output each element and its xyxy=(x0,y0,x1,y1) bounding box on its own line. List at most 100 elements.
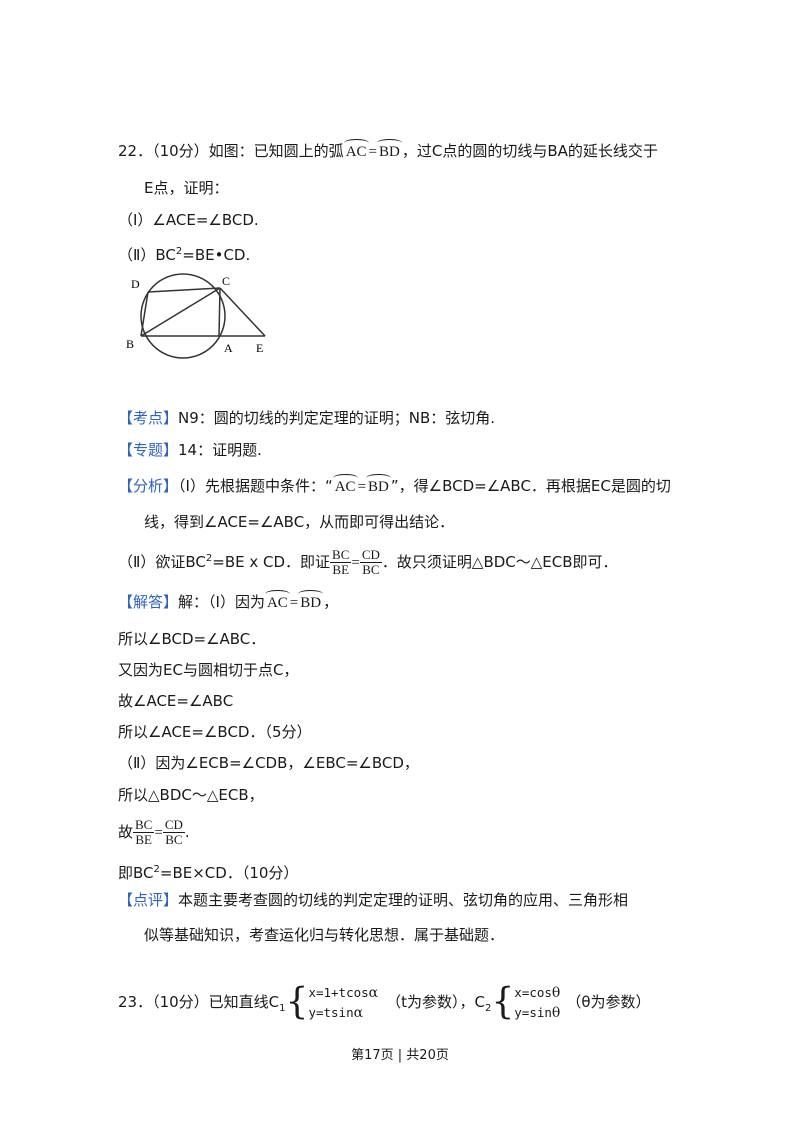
fenxi-line2: 线，得到∠ACE=∠ABC，从而即可得出结论． xyxy=(144,513,455,531)
equals-sign: = xyxy=(357,479,367,495)
sys1-row1: x=1+tcosα xyxy=(308,983,378,1003)
jieda-line5: 所以∠ACE=∠BCD．（5分） xyxy=(118,723,312,741)
chord-ca xyxy=(218,287,221,337)
dianping-text: 本题主要考查圆的切线的判定定理的证明、弦切角的应用、三角形相 xyxy=(178,891,629,909)
part2-text: （Ⅱ）BC xyxy=(118,246,176,264)
alpha-symbol: α xyxy=(368,984,379,1001)
frac-den: BC xyxy=(165,832,183,847)
kaodian-line: 【考点】N9：圆的切线的判定定理的证明；NB：弦切角. xyxy=(118,408,495,428)
kaodian-text: N9：圆的切线的判定定理的证明；NB：弦切角. xyxy=(178,409,496,427)
dianping-tag: 【点评】 xyxy=(118,891,179,909)
frac-den: BC xyxy=(362,562,380,577)
dianping-line1: 【点评】本题主要考查圆的切线的判定定理的证明、弦切角的应用、三角形相 xyxy=(118,890,628,910)
jieda-l8-text: 故 xyxy=(118,823,134,841)
arc-ac: AC xyxy=(264,590,290,611)
alpha-symbol: α xyxy=(353,1004,364,1021)
sys2-row2: y=sinθ xyxy=(514,1003,560,1023)
label-d: D xyxy=(131,277,140,291)
part2-text-cont: =BE•CD. xyxy=(182,246,251,264)
brace-icon: { xyxy=(285,981,309,1023)
arc-bd: BD xyxy=(366,474,391,495)
label-b: B xyxy=(126,337,134,351)
frac-num: CD xyxy=(359,547,382,563)
fenxi-l3-text: （Ⅱ）欲证BC xyxy=(118,553,206,571)
jieda-tag: 【解答】 xyxy=(118,593,179,611)
sys1-eq2: y=tsin xyxy=(308,1004,354,1020)
q22-text-cont: ，过C点的圆的切线与BA的延长线交于 xyxy=(401,142,658,160)
jieda-text-end: ， xyxy=(323,593,339,611)
equals-sign: = xyxy=(351,555,360,571)
jieda-text: 解：（Ⅰ）因为 xyxy=(178,593,265,611)
frac-num: CD xyxy=(162,817,185,833)
jieda-l9-text-cont: =BE×CD．（10分） xyxy=(159,864,299,882)
fenxi-text-cont: ”，得∠BCD=∠ABC．再根据EC是圆的切 xyxy=(390,477,671,495)
sys1-eq1: x=1+tcos xyxy=(308,984,369,1000)
jieda-line9: 即BC2=BE×CD．（10分） xyxy=(118,860,298,883)
fenxi-line1: 【分析】（Ⅰ）先根据题中条件：“AC=BD”，得∠BCD=∠ABC．再根据EC是… xyxy=(118,474,671,497)
q23-text-end: （θ为参数） xyxy=(566,993,651,1011)
q23-text-mid: （t为参数），C xyxy=(386,993,485,1011)
sys2-eq2: y=sin xyxy=(514,1004,552,1020)
frac-den: BE xyxy=(135,832,152,847)
label-e: E xyxy=(256,341,263,355)
equals-sign: = xyxy=(368,144,377,160)
q22-line2: E点，证明： xyxy=(144,179,229,197)
jieda-line7: 所以△BDC～△ECB， xyxy=(118,786,264,804)
equals-sign: = xyxy=(289,595,299,611)
q22-part2: （Ⅱ）BC2=BE•CD. xyxy=(118,242,250,265)
jieda-l9-text: 即BC xyxy=(118,864,154,882)
arc-bd: BD xyxy=(298,590,323,611)
arc-ac: AC xyxy=(332,474,358,495)
fenxi-l3-text-end: ．故只须证明△BDC～△ECB即可． xyxy=(381,553,618,571)
page-footer: 第17页 | 共20页 xyxy=(351,1048,449,1063)
arc-ac: AC xyxy=(343,139,369,160)
sys1-row2: y=tsinα xyxy=(308,1003,378,1023)
frac-num: BC xyxy=(133,817,155,833)
jieda-line3: 又因为EC与圆相切于点C， xyxy=(118,661,299,679)
chord-dc xyxy=(147,287,221,293)
zhuanti-tag: 【专题】 xyxy=(118,441,179,459)
label-a: A xyxy=(224,341,233,355)
q23-text: 23．（10分）已知直线C xyxy=(118,993,280,1011)
brace-icon: { xyxy=(491,981,515,1023)
dianping-line2: 似等基础知识，考查运化归与转化思想．属于基础题． xyxy=(144,926,505,944)
superscript-2: 2 xyxy=(175,246,183,257)
circle-figure: D C B A E xyxy=(126,273,266,359)
tangent-ce xyxy=(219,287,266,337)
superscript-2: 2 xyxy=(205,553,213,564)
fenxi-tag: 【分析】 xyxy=(118,477,179,495)
jieda-line4: 故∠ACE=∠ABC xyxy=(118,692,234,710)
sys2-eq1: x=cos xyxy=(514,984,552,1000)
theta-symbol: θ xyxy=(551,1004,561,1021)
fenxi-l3-text-cont: =BE x CD．即证 xyxy=(212,553,331,571)
label-c: C xyxy=(222,274,230,288)
equals-sign: = xyxy=(154,825,163,841)
superscript-2: 2 xyxy=(153,864,160,875)
sys2-row1: x=cosθ xyxy=(514,983,560,1003)
jieda-line6: （Ⅱ）因为∠ECB=∠CDB，∠EBC=∠BCD， xyxy=(118,754,419,772)
subscript-2: 2 xyxy=(484,1003,492,1014)
fenxi-text: （Ⅰ）先根据题中条件：“ xyxy=(178,477,333,495)
frac-num: BC xyxy=(330,547,352,563)
zhuanti-text: 14：证明题. xyxy=(178,441,262,459)
kaodian-tag: 【考点】 xyxy=(118,409,179,427)
jieda-line2: 所以∠BCD=∠ABC． xyxy=(118,630,266,648)
subscript-1: 1 xyxy=(279,1003,286,1014)
chord-bc xyxy=(140,287,221,337)
chord-db xyxy=(140,291,149,337)
q22-text: 22．（10分）如图：已知圆上的弧 xyxy=(118,142,344,160)
arc-bd: BD xyxy=(377,139,402,160)
q22-part1: （Ⅰ）∠ACE=∠BCD. xyxy=(118,211,259,229)
zhuanti-line: 【专题】14：证明题. xyxy=(118,440,262,460)
frac-den: BE xyxy=(332,562,350,577)
